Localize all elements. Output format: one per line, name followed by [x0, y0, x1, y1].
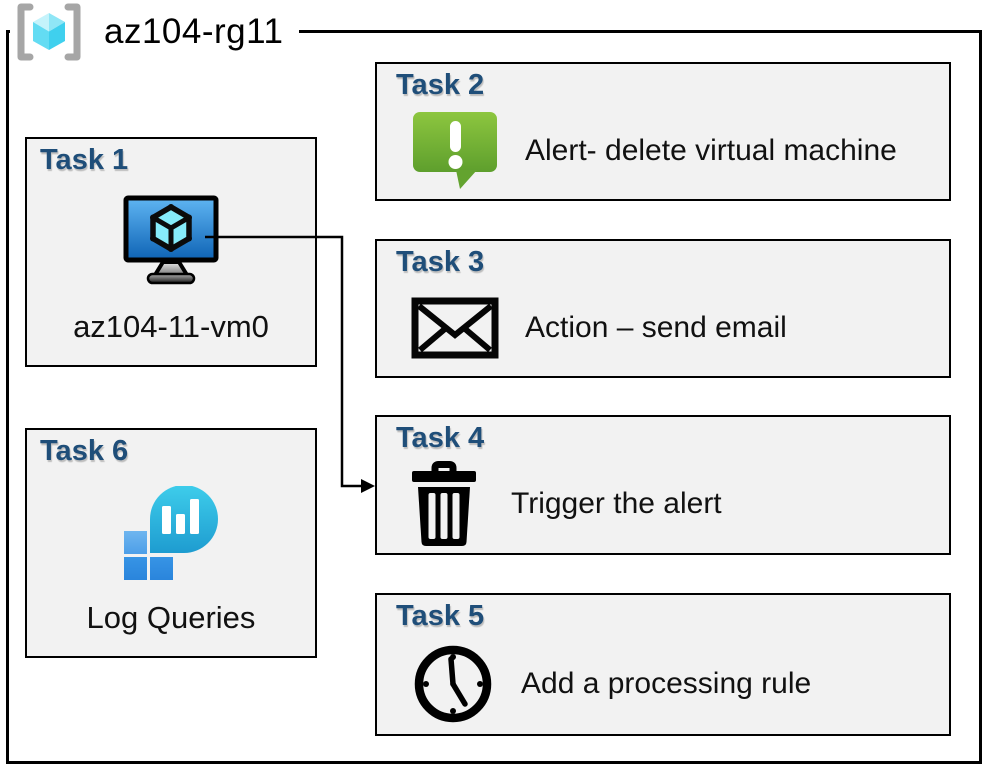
resource-group-header: az104-rg11	[10, 0, 300, 64]
task-4-title: Task 4	[396, 422, 485, 454]
task-6-label: Log Queries	[86, 600, 256, 635]
virtual-machine-icon	[27, 195, 315, 285]
clock-icon	[411, 642, 495, 726]
task-2-label: Alert- delete virtual machine	[525, 133, 897, 167]
task-1-title: Task 1	[40, 144, 129, 176]
resource-group-name: az104-rg11	[104, 12, 284, 51]
task-box-1: Task 1	[25, 137, 317, 367]
task-4-label: Trigger the alert	[511, 487, 722, 520]
task-box-2: Task 2 Alert- delete virtual machine	[375, 62, 951, 201]
task-box-5: Task 5 Add a processing rule	[375, 593, 951, 736]
alert-message-icon	[411, 110, 499, 192]
task-5-label: Add a processing rule	[521, 666, 812, 700]
task-box-6: Task 6	[25, 428, 317, 658]
task-3-title: Task 3	[396, 246, 485, 278]
task-1-label: az104-11-vm0	[73, 309, 269, 344]
email-envelope-icon	[411, 297, 499, 359]
trash-icon	[411, 461, 477, 547]
task-5-title: Task 5	[396, 600, 485, 632]
resource-group-icon	[12, 2, 86, 62]
log-analytics-icon	[27, 486, 315, 586]
task-2-title: Task 2	[396, 69, 485, 101]
task-box-3: Task 3 Action – send email	[375, 239, 951, 378]
task-box-4: Task 4 Trigger the alert	[375, 415, 951, 555]
task-6-title: Task 6	[40, 435, 129, 467]
task-3-label: Action – send email	[525, 310, 787, 344]
